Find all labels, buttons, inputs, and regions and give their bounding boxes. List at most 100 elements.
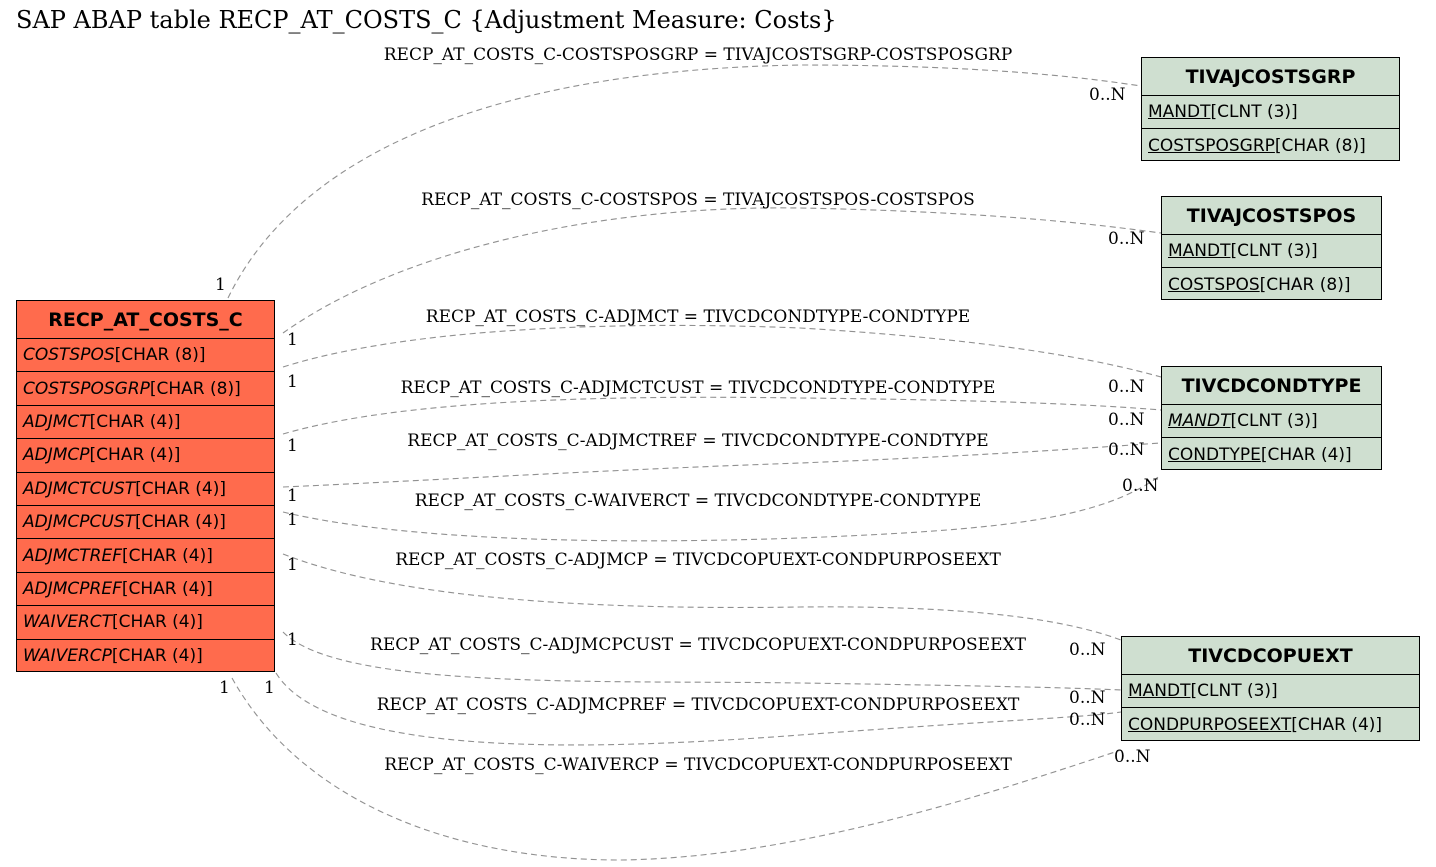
table-header: TIVCDCOPUEXT [1122,637,1419,675]
field-row: ADJMCT [CHAR (4)] [17,406,274,440]
rel-label: RECP_AT_COSTS_C-ADJMCTCUST = TIVCDCONDTY… [401,378,996,398]
rel-label: RECP_AT_COSTS_C-COSTSPOS = TIVAJCOSTSPOS… [421,190,975,210]
field-name: COSTSPOSGRP [1148,135,1275,156]
field-type: [CHAR (4)] [112,612,203,633]
field-row: COSTSPOS [CHAR (8)] [1162,268,1381,301]
cardinality-source: 1 [287,372,298,392]
field-name: ADJMCTREF [23,545,122,566]
field-name: ADJMCTCUST [23,478,136,499]
cardinality-source: 1 [219,678,230,698]
field-row: ADJMCTREF [CHAR (4)] [17,539,274,573]
table-tivajcostsgrp: TIVAJCOSTSGRP MANDT [CLNT (3)] COSTSPOSG… [1141,57,1400,161]
field-name: MANDT [1168,241,1231,261]
link-adjmctref [282,442,1162,488]
field-name: WAIVERCP [23,646,112,667]
link-adjmcpcust [282,631,1122,691]
field-type: [CHAR (4)] [135,512,226,533]
field-type: [CHAR (8)] [1274,135,1366,156]
field-row: CONDTYPE [CHAR (4)] [1162,438,1381,471]
field-row: MANDT [CLNT (3)] [1162,235,1381,268]
field-type: [CHAR (4)] [1291,714,1383,735]
field-name: MANDT [1128,681,1191,701]
link-adjmcpref [275,672,1122,746]
field-name: ADJMCPREF [23,578,122,599]
cardinality-source: 1 [287,630,298,650]
cardinality-target: 0..N [1108,440,1145,460]
field-type: [CLNT (3)] [1210,102,1298,122]
link-waivercp [231,677,1122,861]
cardinality-target: 0..N [1069,710,1106,730]
field-type: [CHAR (4)] [122,545,213,566]
cardinality-source: 1 [215,275,226,295]
cardinality-target: 0..N [1069,688,1106,708]
cardinality-target: 0..N [1122,476,1159,496]
field-type: [CLNT (3)] [1190,681,1278,701]
field-type: [CHAR (4)] [135,478,226,499]
field-row: ADJMCP [CHAR (4)] [17,439,274,473]
field-type: [CHAR (4)] [1260,444,1352,465]
table-tivajcostspos: TIVAJCOSTSPOS MANDT [CLNT (3)] COSTSPOS … [1161,196,1382,300]
link-waiverct [282,474,1162,542]
table-header: TIVAJCOSTSGRP [1142,58,1399,96]
field-row: ADJMCPREF [CHAR (4)] [17,573,274,607]
link-costsposgrp [227,64,1142,299]
table-header: RECP_AT_COSTS_C [17,301,274,339]
field-name: ADJMCT [23,411,90,432]
field-row: ADJMCPCUST [CHAR (4)] [17,506,274,540]
table-recp-at-costs-c: RECP_AT_COSTS_C COSTSPOS [CHAR (8)] COST… [16,300,275,672]
field-type: [CHAR (4)] [89,411,181,432]
cardinality-target: 0..N [1089,85,1126,105]
link-adjmct [282,324,1162,378]
cardinality-target: 0..N [1108,377,1145,397]
field-row: COSTSPOSGRP [CHAR (8)] [17,372,274,406]
cardinality-source: 1 [287,555,298,575]
table-header: TIVAJCOSTSPOS [1162,197,1381,235]
field-name: MANDT [1148,102,1211,122]
field-row: ADJMCTCUST [CHAR (4)] [17,473,274,506]
cardinality-target: 0..N [1114,747,1151,767]
table-header: TIVCDCONDTYPE [1162,367,1381,405]
field-row: CONDPURPOSEEXT [CHAR (4)] [1122,708,1419,741]
rel-label: RECP_AT_COSTS_C-ADJMCT = TIVCDCONDTYPE-C… [426,307,970,327]
field-name: MANDT [1168,411,1231,431]
rel-label: RECP_AT_COSTS_C-ADJMCP = TIVCDCOPUEXT-CO… [395,550,1001,570]
link-adjmcp [282,553,1122,641]
field-row: MANDT [CLNT (3)] [1142,96,1399,129]
cardinality-target: 0..N [1069,640,1106,660]
field-name: ADJMCPCUST [23,512,136,533]
diagram-title: SAP ABAP table RECP_AT_COSTS_C {Adjustme… [16,6,837,34]
field-name: WAIVERCT [23,612,113,633]
rel-label: RECP_AT_COSTS_C-WAIVERCP = TIVCDCOPUEXT-… [384,755,1012,775]
field-type: [CHAR (4)] [111,646,203,667]
cardinality-source: 1 [287,486,298,506]
field-name: COSTSPOS [23,345,115,366]
cardinality-source: 1 [287,510,298,530]
cardinality-source: 1 [287,330,298,350]
field-row: WAIVERCP [CHAR (4)] [17,640,274,673]
rel-label: RECP_AT_COSTS_C-ADJMCPREF = TIVCDCOPUEXT… [377,695,1020,715]
table-tivcdcopuext: TIVCDCOPUEXT MANDT [CLNT (3)] CONDPURPOS… [1121,636,1420,741]
cardinality-target: 0..N [1108,410,1145,430]
field-row: WAIVERCT [CHAR (4)] [17,606,274,640]
field-type: [CLNT (3)] [1230,411,1318,431]
table-tivcdcondtype: TIVCDCONDTYPE MANDT [CLNT (3)] CONDTYPE … [1161,366,1382,470]
field-row: MANDT [CLNT (3)] [1122,675,1419,708]
link-costspos [282,207,1162,334]
cardinality-source: 1 [287,436,298,456]
field-type: [CHAR (4)] [89,445,181,466]
field-name: COSTSPOSGRP [23,378,150,399]
field-type: [CHAR (4)] [121,578,213,599]
field-type: [CHAR (8)] [1259,274,1351,295]
field-type: [CLNT (3)] [1230,241,1318,261]
cardinality-source: 1 [264,678,275,698]
field-name: ADJMCP [23,445,90,466]
field-name: CONDTYPE [1168,444,1261,465]
rel-label: RECP_AT_COSTS_C-ADJMCTREF = TIVCDCONDTYP… [407,431,988,451]
field-type: [CHAR (8)] [114,345,206,366]
cardinality-target: 0..N [1108,229,1145,249]
field-row: COSTSPOS [CHAR (8)] [17,339,274,373]
field-name: COSTSPOS [1168,274,1260,295]
rel-label: RECP_AT_COSTS_C-ADJMCPCUST = TIVCDCOPUEX… [370,635,1027,655]
field-name: CONDPURPOSEEXT [1128,714,1292,735]
